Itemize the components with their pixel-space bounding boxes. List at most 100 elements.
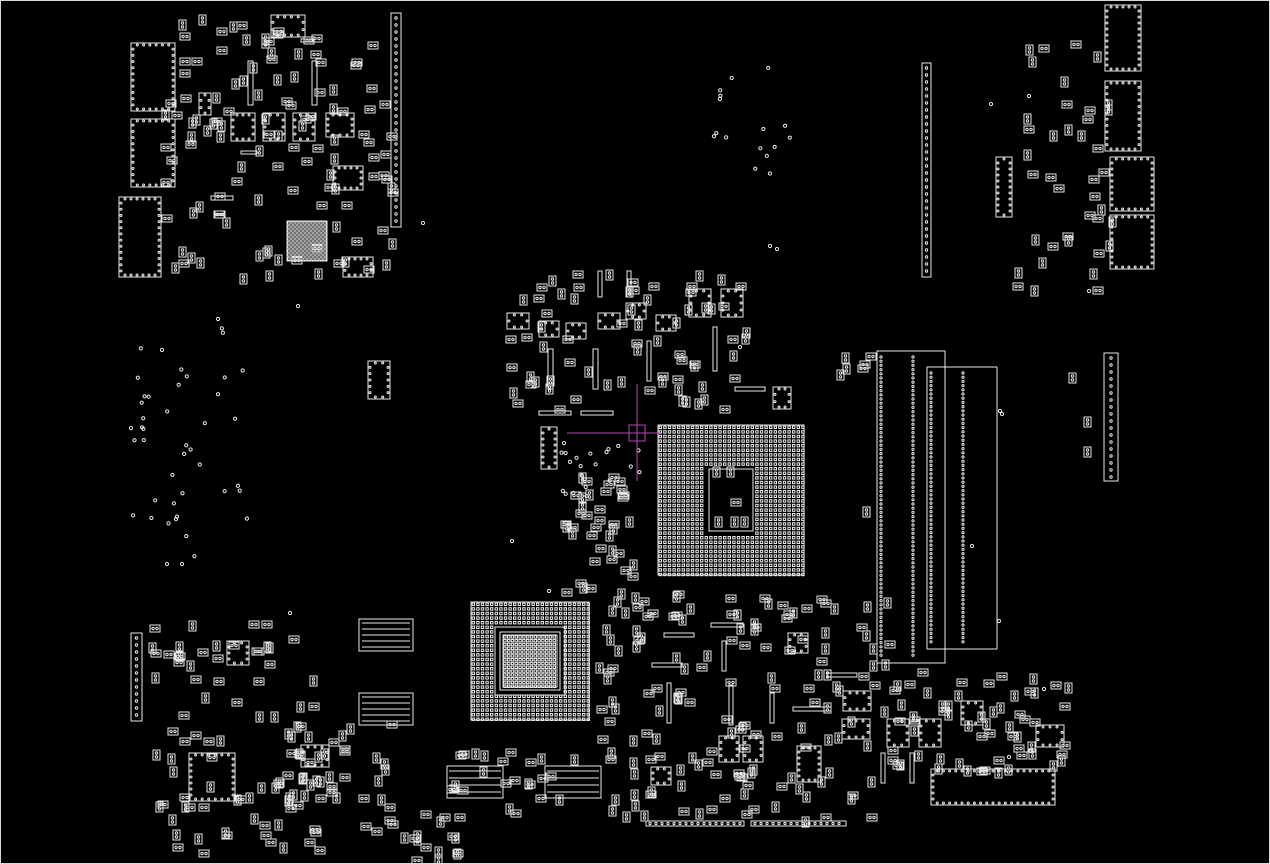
pad-outline	[537, 774, 549, 783]
pin	[911, 552, 915, 557]
pin	[708, 821, 712, 826]
pad-outline	[632, 603, 644, 612]
ic-package	[325, 112, 355, 138]
ball	[778, 425, 782, 430]
ball	[507, 635, 511, 639]
pad-outline	[188, 620, 197, 632]
ball	[746, 448, 750, 453]
pin	[924, 719, 928, 723]
ball	[690, 513, 695, 517]
smd-part	[726, 466, 735, 478]
smd-part	[161, 109, 170, 121]
ball	[686, 434, 690, 439]
pad	[259, 788, 264, 792]
ball	[572, 699, 577, 703]
pad	[320, 848, 324, 853]
ball	[323, 237, 327, 241]
ball	[522, 639, 526, 643]
ball	[700, 563, 704, 567]
via	[724, 135, 729, 140]
ball	[778, 434, 782, 439]
via	[999, 411, 1005, 417]
pin	[293, 125, 297, 129]
pad-outline	[698, 381, 707, 393]
smd-part	[310, 828, 322, 837]
ball	[782, 549, 787, 554]
ball	[727, 540, 731, 544]
pin	[157, 257, 161, 261]
pad	[752, 626, 757, 630]
pin	[759, 741, 763, 744]
ball	[782, 494, 787, 499]
pad	[301, 774, 306, 778]
pad-outline	[633, 636, 645, 645]
ball	[563, 699, 567, 703]
ball	[663, 526, 667, 531]
smd-part	[295, 748, 304, 760]
lower-left-header	[130, 632, 143, 722]
pin	[1137, 130, 1141, 134]
ball	[796, 490, 800, 494]
ball	[801, 448, 805, 453]
pin	[553, 461, 557, 465]
ball	[787, 499, 791, 503]
pin	[251, 118, 255, 122]
pad	[301, 778, 306, 782]
pad	[556, 407, 560, 412]
ball	[522, 650, 526, 654]
ball	[690, 559, 695, 563]
pad	[306, 840, 310, 845]
via	[997, 408, 1003, 414]
pad-outline	[372, 752, 381, 764]
pad	[233, 700, 237, 705]
pad	[173, 113, 177, 118]
ball	[508, 703, 512, 708]
ball	[667, 549, 672, 554]
ic-body	[918, 718, 942, 748]
pin	[929, 501, 933, 505]
smd-part	[631, 592, 640, 604]
smd-part	[866, 813, 878, 822]
ball	[686, 572, 690, 577]
pad-outline	[260, 831, 272, 840]
pad-outline	[611, 703, 620, 715]
ball	[476, 690, 480, 694]
pad	[816, 671, 821, 675]
ball	[700, 462, 704, 466]
pin	[131, 72, 135, 76]
ball	[709, 568, 713, 572]
smd-part	[363, 265, 375, 274]
ball	[568, 648, 572, 652]
ball	[559, 607, 563, 611]
ball	[533, 650, 537, 654]
ball	[536, 713, 540, 717]
pin	[394, 107, 398, 111]
pad	[646, 388, 650, 393]
ball	[513, 708, 517, 712]
ball	[686, 517, 690, 521]
via	[588, 451, 593, 456]
ball	[471, 667, 476, 671]
ball	[476, 611, 480, 616]
pad	[674, 597, 679, 601]
smd-part	[630, 768, 639, 780]
via	[583, 484, 588, 490]
pad-outline	[671, 611, 683, 620]
pin	[1150, 225, 1154, 229]
pad	[300, 126, 305, 130]
pin	[730, 736, 734, 740]
pad-outline	[308, 702, 320, 711]
ball	[764, 526, 768, 531]
pad-outline	[316, 201, 328, 210]
pad	[615, 598, 620, 602]
pin	[911, 384, 915, 388]
pad	[255, 649, 259, 654]
pad	[511, 778, 515, 783]
ball	[513, 607, 517, 611]
pin	[961, 552, 965, 556]
pin	[394, 205, 398, 209]
ball	[723, 536, 727, 540]
ball	[727, 554, 731, 558]
